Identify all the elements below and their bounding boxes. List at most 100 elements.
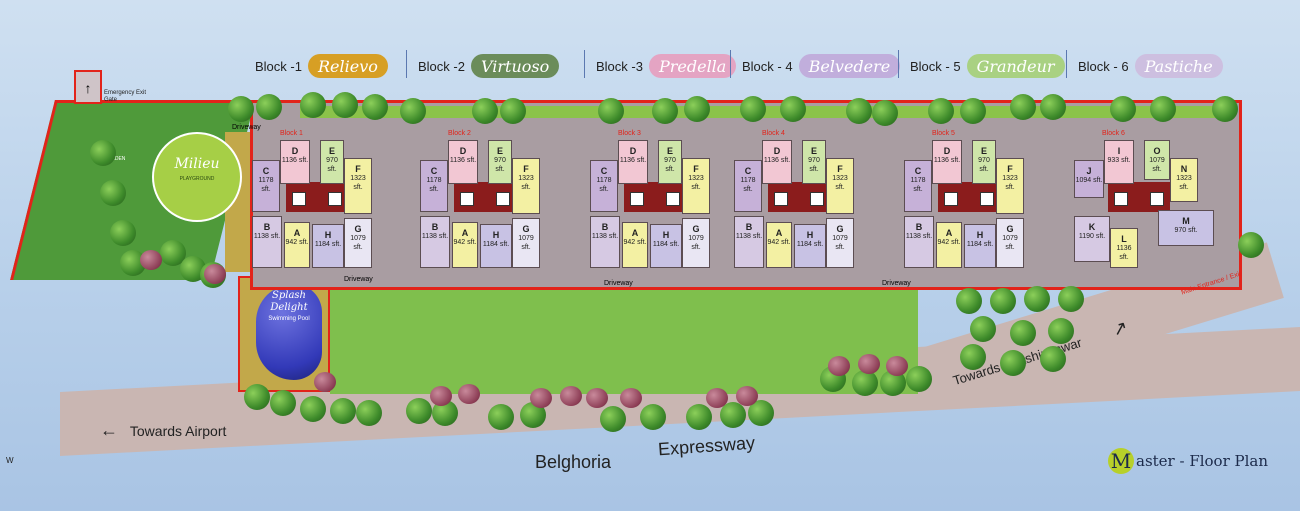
legend-block-name: Predella: [648, 54, 737, 78]
stairwell: [774, 192, 788, 206]
flowering-bush-icon: [140, 250, 162, 270]
compass-label: W: [6, 456, 14, 465]
flowering-bush-icon: [706, 388, 728, 408]
tree-icon: [472, 98, 498, 124]
flowering-bush-icon: [458, 384, 480, 404]
unit-letter: H: [976, 230, 984, 240]
unit-letter: F: [523, 164, 529, 174]
tree-icon: [228, 96, 254, 122]
tree-icon: [1010, 320, 1036, 346]
flowering-bush-icon: [530, 388, 552, 408]
stairwell: [496, 192, 510, 206]
unit-letter: E: [980, 146, 987, 156]
unit-area: 1079 sft.: [1002, 235, 1018, 251]
towards-airport-label: ← Towards Airport: [100, 420, 227, 440]
milieu-playground: Milieu PLAYGROUND: [152, 132, 242, 222]
block-tag: Block 2: [448, 130, 471, 137]
unit-area: 1184 sft.: [796, 241, 824, 248]
flowering-bush-icon: [858, 354, 880, 374]
legend-separator: [584, 50, 585, 78]
legend-block-label: Block -3: [596, 58, 643, 74]
tree-icon: [330, 398, 356, 424]
unit-area: 1138 sft.: [905, 233, 933, 240]
unit-letter: B: [263, 222, 271, 232]
tree-icon: [960, 98, 986, 124]
unit-area: 1323 sft.: [688, 175, 704, 191]
stairwell: [328, 192, 342, 206]
flowering-bush-icon: [204, 264, 226, 284]
unit-letter: F: [693, 164, 699, 174]
legend-block-label: Block -2: [418, 58, 465, 74]
unit-area: 1178 sft.: [596, 177, 612, 193]
unit-area: 1184 sft.: [966, 241, 994, 248]
tree-icon: [406, 398, 432, 424]
title-text: aster - Floor Plan: [1136, 452, 1269, 470]
milieu-label: Milieu: [174, 156, 220, 172]
tree-icon: [960, 344, 986, 370]
unit-area: 1323 sft.: [1176, 175, 1192, 191]
unit-area: 1138 sft.: [735, 233, 763, 240]
legend-separator: [730, 50, 731, 78]
tree-icon: [600, 406, 626, 432]
tree-icon: [684, 96, 710, 122]
unit-letter: A: [631, 228, 639, 238]
stairwell: [630, 192, 644, 206]
tree-icon: [270, 390, 296, 416]
garden-label: GARDEN: [104, 156, 126, 162]
unit-letter: G: [1006, 224, 1014, 234]
unit-area: 970 sft.: [326, 157, 338, 173]
unit-letter: J: [1086, 166, 1092, 176]
unit-letter: B: [745, 222, 753, 232]
legend-separator: [406, 50, 407, 78]
unit-letter: C: [914, 166, 922, 176]
flowering-bush-icon: [430, 386, 452, 406]
tree-icon: [598, 98, 624, 124]
driveway-mid-label: Driveway: [604, 280, 633, 287]
unit-letter: H: [324, 230, 332, 240]
stairwell: [944, 192, 958, 206]
stairwell: [980, 192, 994, 206]
driveway-bottom-label: Driveway: [344, 276, 373, 283]
tree-icon: [652, 98, 678, 124]
unit-letter: E: [328, 146, 335, 156]
unit-area: 1184 sft.: [652, 241, 680, 248]
unit-letter: O: [1153, 146, 1161, 156]
swimming-pool: Splash Delight Swimming Pool: [256, 284, 322, 380]
block-tag: Block 1: [280, 130, 303, 137]
driveway-top-label: Driveway: [232, 124, 261, 131]
unit-area: 933 sft.: [1107, 157, 1131, 164]
tree-icon: [362, 94, 388, 120]
flowering-bush-icon: [886, 356, 908, 376]
unit-letter: G: [836, 224, 844, 234]
legend-block-name: Belvedere: [798, 54, 901, 78]
unit-letter: H: [662, 230, 670, 240]
tree-icon: [1058, 286, 1084, 312]
tree-icon: [906, 366, 932, 392]
tree-icon: [990, 288, 1016, 314]
tree-icon: [1024, 286, 1050, 312]
legend-block-label: Block - 5: [910, 58, 961, 74]
pool-label: Swimming Pool: [268, 316, 310, 322]
emergency-gate-label: Emergency Exit Gate: [104, 90, 147, 103]
unit-area: 1079 sft.: [518, 235, 534, 251]
tree-icon: [1010, 94, 1036, 120]
unit-area: 1190 sft.: [1078, 233, 1106, 240]
unit-area: 1178 sft.: [258, 177, 274, 193]
unit-letter: K: [1088, 222, 1096, 232]
tree-icon: [500, 98, 526, 124]
up-arrow-icon: ↑: [84, 80, 92, 96]
unit-area: 1136 sft.: [281, 157, 309, 164]
block-tag: Block 4: [762, 130, 785, 137]
